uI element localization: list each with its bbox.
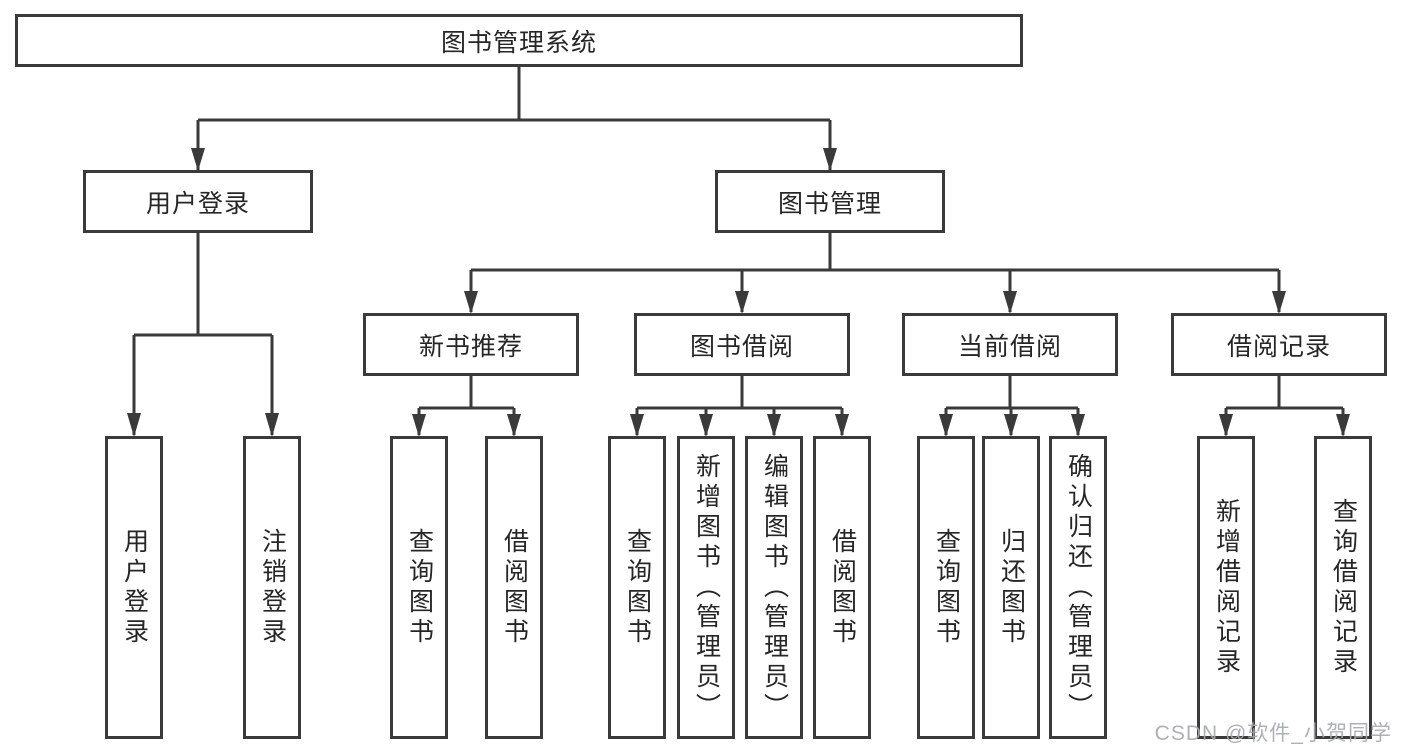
connector-new-book-children [412,376,521,437]
leaf-add-borrow-record-label: 新增借阅记录 [1212,497,1241,678]
watermark: CSDN @软件_小贺同学 [1154,722,1392,745]
leaf-query-borrow-record: 查询借阅记录 [1314,436,1372,739]
leaf-return-book: 归还图书 [982,436,1040,739]
node-borrow-record: 借阅记录 [1171,313,1387,376]
connector-user-login-children [127,233,279,437]
leaf-edit-book-admin: 编辑图书（管理员） [745,436,803,739]
leaf-borrow-book-recommend-label: 借阅图书 [500,527,529,648]
leaf-add-borrow-record: 新增借阅记录 [1197,436,1255,739]
leaf-confirm-return-admin-label: 确认归还（管理员） [1064,452,1093,723]
node-current-borrow: 当前借阅 [902,313,1118,376]
leaf-add-book-admin: 新增图书（管理员） [677,436,735,739]
node-book-management: 图书管理 [715,170,945,233]
leaf-query-book-borrow-label: 查询图书 [623,527,652,648]
leaf-borrow-book: 借阅图书 [813,436,871,739]
leaf-borrow-book-label: 借阅图书 [828,527,857,648]
leaf-add-book-admin-label: 新增图书（管理员） [692,452,721,723]
node-book-management-label: 图书管理 [777,189,882,218]
node-current-borrow-label: 当前借阅 [957,332,1062,361]
node-book-borrow-label: 图书借阅 [689,332,794,361]
node-root-label: 图书管理系统 [440,28,597,57]
leaf-logout-login-label: 注销登录 [258,527,287,648]
connector-book-management-to-level3 [464,233,1286,314]
leaf-query-borrow-record-label: 查询借阅记录 [1329,497,1358,678]
node-new-book-recommend-label: 新书推荐 [418,332,523,361]
connector-current-borrow-children [939,376,1085,437]
leaf-query-book-recommend: 查询图书 [390,436,448,739]
leaf-query-book-recommend-label: 查询图书 [405,527,434,648]
connector-book-borrow-children [630,376,849,437]
leaf-user-login: 用户登录 [105,436,163,739]
leaf-edit-book-admin-label: 编辑图书（管理员） [760,452,789,723]
node-user-login: 用户登录 [83,170,313,233]
connector-borrow-record-children [1219,376,1350,437]
leaf-user-login-label: 用户登录 [120,527,149,648]
leaf-logout-login: 注销登录 [243,436,301,739]
leaf-query-book-borrow: 查询图书 [608,436,666,739]
leaf-query-book-current-label: 查询图书 [932,527,961,648]
leaf-return-book-label: 归还图书 [997,527,1026,648]
leaf-query-book-current: 查询图书 [917,436,975,739]
node-new-book-recommend: 新书推荐 [363,313,579,376]
leaf-borrow-book-recommend: 借阅图书 [485,436,543,739]
node-book-borrow: 图书借阅 [634,313,850,376]
node-user-login-label: 用户登录 [145,189,250,218]
leaf-confirm-return-admin: 确认归还（管理员） [1049,436,1107,739]
node-root: 图书管理系统 [15,14,1023,67]
connector-root-to-level2 [191,67,837,171]
node-borrow-record-label: 借阅记录 [1226,332,1331,361]
